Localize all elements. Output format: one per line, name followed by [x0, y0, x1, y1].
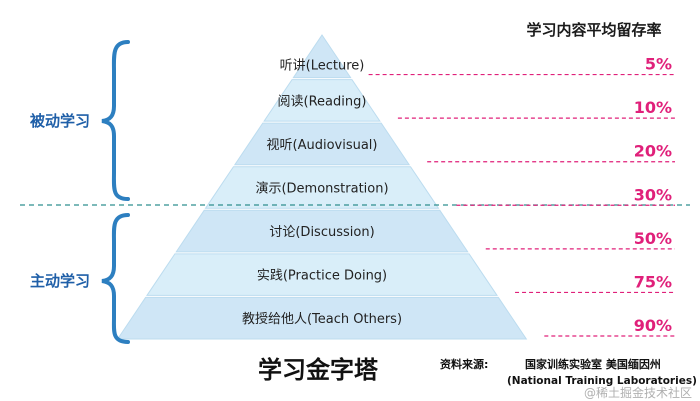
pyramid-layer-label: 阅读(Reading)	[278, 94, 367, 109]
pyramid-title: 学习金字塔	[258, 356, 379, 384]
source-label: 资料来源:	[440, 357, 488, 371]
source-organization-en: (National Training Laboratories)	[507, 375, 697, 387]
pyramid-layer-label: 讨论(Discussion)	[269, 225, 374, 240]
pyramid-layer	[146, 253, 498, 296]
retention-leaders: 5% 10% 20% 30% 50% 75% 90%	[368, 55, 675, 337]
pyramid-layer-label: 演示(Demonstration)	[255, 181, 388, 197]
pyramid-layer	[263, 79, 381, 122]
pyramid-layer-label: 实践(Practice Doing)	[257, 269, 387, 284]
active-brace	[101, 213, 130, 344]
pyramid-layer	[116, 296, 528, 340]
retention-percent: 75%	[634, 272, 672, 291]
pyramid-layer-label: 教授给他人(Teach Others)	[242, 311, 402, 327]
pyramid-layer	[292, 34, 352, 79]
pyramid-layer-label: 视听(Audiovisual)	[267, 138, 378, 153]
source-organization: 国家训练实验室 美国缅因州	[525, 357, 661, 371]
retention-title: 学习内容平均留存率	[526, 21, 661, 39]
retention-percent: 30%	[634, 185, 672, 204]
retention-percent: 50%	[634, 229, 672, 248]
pyramid: 听讲(Lecture) 阅读(Reading) 视听(Audiovisual) 演示(…	[116, 34, 528, 340]
passive-learning-label: 被动学习	[30, 112, 90, 130]
retention-percent: 20%	[634, 142, 672, 161]
retention-percent: 10%	[634, 98, 672, 117]
retention-percent: 90%	[634, 316, 672, 335]
passive-brace	[101, 40, 130, 201]
watermark-text: @稀土掘金技术社区	[584, 385, 692, 400]
pyramid-layer	[204, 166, 440, 209]
retention-percent: 5%	[645, 55, 672, 74]
pyramid-layer-label: 听讲(Lecture)	[280, 58, 365, 73]
active-learning-label: 主动学习	[30, 272, 90, 290]
pyramid-layer	[233, 122, 411, 166]
pyramid-layer	[175, 209, 469, 253]
